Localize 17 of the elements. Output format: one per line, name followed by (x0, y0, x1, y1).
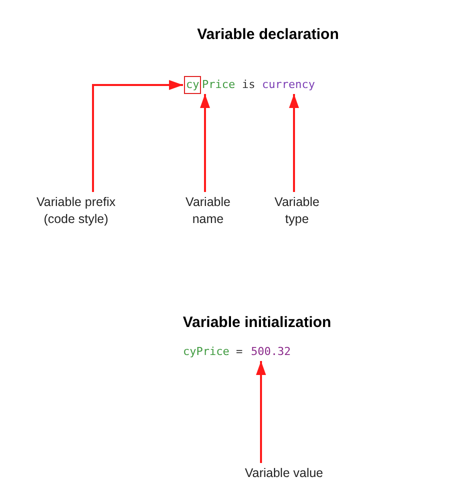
section-heading: Variable declaration (196, 26, 340, 44)
arrow (289, 94, 299, 192)
code-operator: = (236, 345, 243, 359)
code-identifier: Price (202, 78, 236, 92)
code-prefix: cy (184, 76, 202, 94)
callout-text: Variable name (178, 194, 238, 228)
arrow (200, 94, 210, 192)
callout-text: Variable type (267, 194, 327, 228)
arrow (256, 361, 266, 463)
code-value: 500.32 (251, 345, 291, 359)
code-identifier: cyPrice (183, 345, 230, 359)
code-type: currency (262, 78, 315, 92)
code-keyword: is (242, 78, 256, 92)
callout-text: Variable value (234, 465, 334, 482)
arrow (92, 80, 183, 192)
callout-text: Variable prefix (code style) (30, 194, 122, 228)
section-heading: Variable initialization (182, 314, 332, 332)
